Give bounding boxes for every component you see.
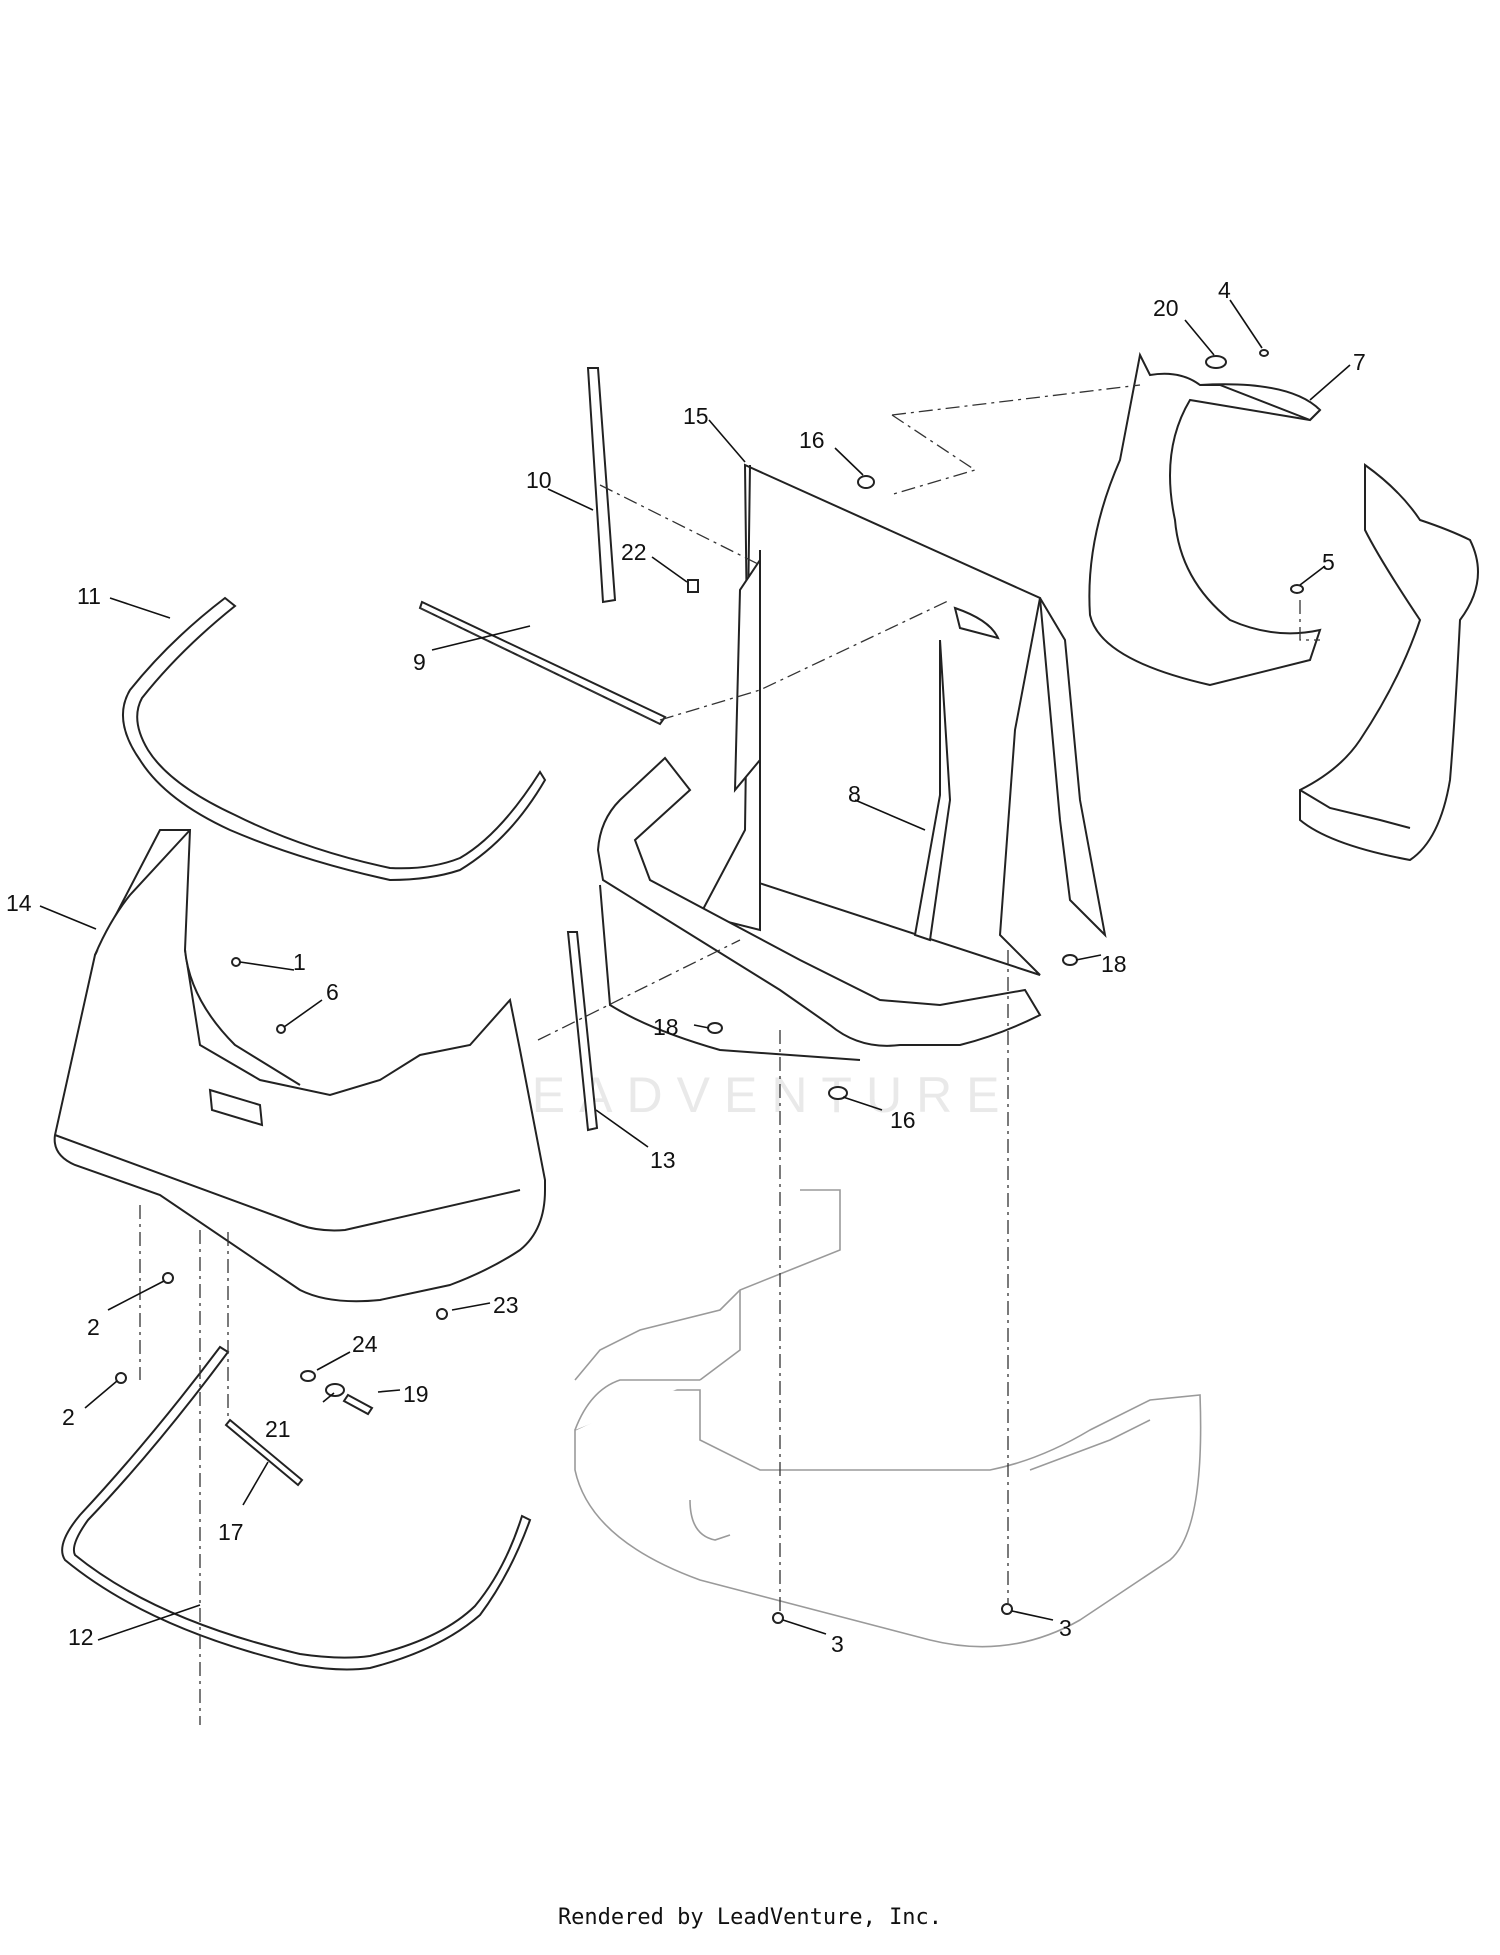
part-18-pin-right [1062,954,1078,966]
callout-labels: 1 2 2 3 3 4 5 6 7 8 9 10 11 12 13 14 15 … [6,277,1366,1657]
part-19-bolt [342,1393,374,1416]
callout-21: 21 [265,1416,291,1442]
leader-lines [39,299,1351,1641]
part-22-clip [687,579,699,593]
part-5-chute-half [1299,463,1479,862]
part-13-seal-strip [566,931,599,1132]
callout-5: 5 [1322,549,1335,575]
part-4-screw [1259,349,1269,357]
callout-11: 11 [77,583,101,609]
callout-2: 2 [62,1404,75,1430]
callout-16: 16 [890,1107,916,1133]
hardware [115,349,1304,1624]
part-6-screw [276,1024,286,1034]
part-18-pin [707,1022,723,1034]
callout-9: 9 [413,649,426,675]
part-17-rod [224,1418,304,1487]
part-3-nut-right [1001,1603,1013,1615]
callout-14: 14 [6,890,32,916]
part-24-washer [300,1370,316,1382]
callout-23: 23 [493,1292,519,1318]
part-14-front-shell [53,829,546,1303]
assembly-lines [139,384,1320,1725]
callout-7: 7 [1353,349,1366,375]
footer-credit: Rendered by LeadVenture, Inc. [557,1905,943,1930]
part-3-nut [772,1612,784,1624]
callout-13: 13 [650,1147,676,1173]
part-21-washer [325,1383,345,1397]
part-10-seal-strip [586,367,617,604]
callout-8: 8 [848,781,861,807]
part-5-screw [1290,584,1304,594]
callout-3: 3 [1059,1615,1072,1641]
part-16-grommet [857,475,875,489]
part-2-nut-lower [115,1372,127,1384]
callout-22: 22 [621,539,647,565]
part-8-tray [596,756,1042,1061]
callout-18: 18 [1101,951,1127,977]
part-1-nut [231,957,241,967]
part-20-washer [1205,355,1227,369]
callout-20: 20 [1153,295,1179,321]
callout-1: 1 [293,949,306,975]
callout-16: 16 [799,427,825,453]
callout-10: 10 [526,467,552,493]
callout-6: 6 [326,979,339,1005]
part-16-grommet-lower [828,1086,848,1100]
part-7-chute-half [1088,351,1322,687]
watermark-text: LEADVENTURE [490,1067,1014,1123]
part-2-nut [162,1272,174,1284]
callout-3: 3 [831,1631,844,1657]
part-9-seal-strip [418,600,667,726]
part-11-top-trim [122,596,547,882]
callout-19: 19 [403,1381,429,1407]
callout-4: 4 [1218,277,1231,303]
callout-17: 17 [218,1519,244,1545]
part-23-nut [436,1308,448,1320]
part-12-lower-trim [61,1345,532,1671]
callout-15: 15 [683,403,709,429]
callout-24: 24 [352,1331,378,1357]
callout-18: 18 [653,1014,679,1040]
part-15-center-frame [698,463,1107,976]
callout-2: 2 [87,1314,100,1340]
mounting-base [574,1189,1202,1648]
callout-12: 12 [68,1624,94,1650]
